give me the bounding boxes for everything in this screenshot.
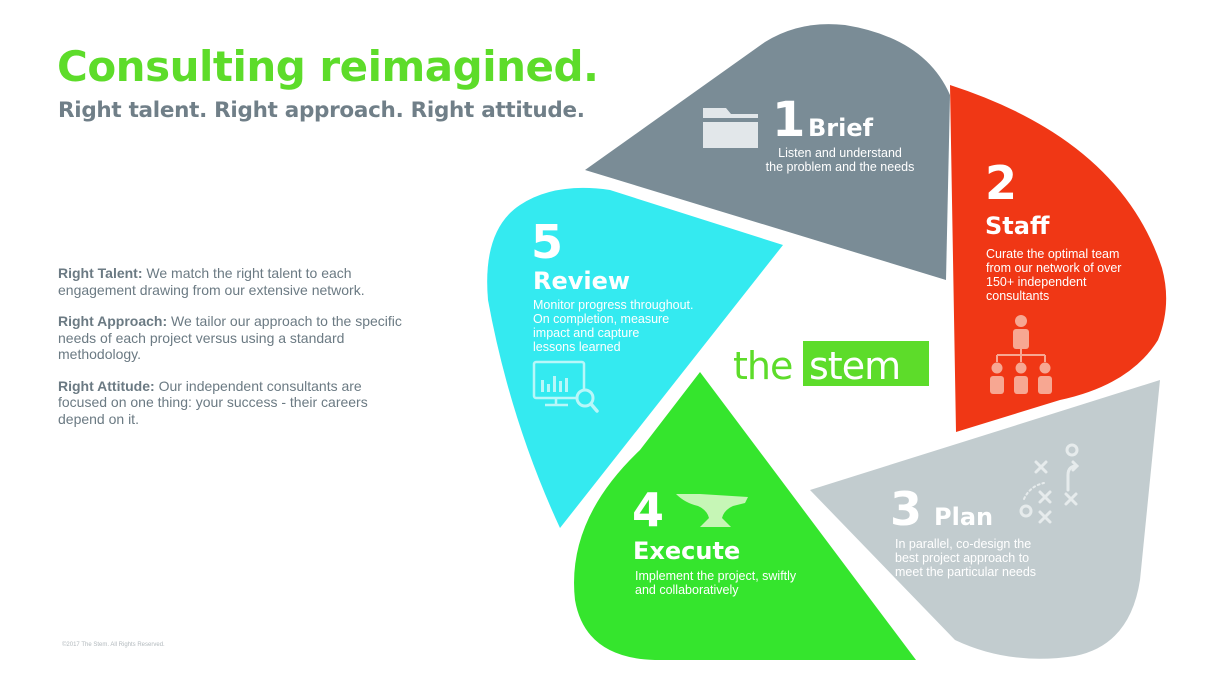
step-number: 2 (985, 156, 1017, 210)
step-plan: 3 Plan In parallel, co-design the best p… (810, 380, 1160, 659)
pillar-approach: Right Approach: We tailor our approach t… (58, 313, 408, 363)
step-desc-line: impact and capture (533, 326, 639, 340)
step-desc-line: Curate the optimal team (986, 247, 1119, 261)
step-title: Execute (633, 537, 740, 565)
playbook-icon (1019, 443, 1080, 524)
step-number: 5 (531, 215, 563, 269)
pillar-text: We match the right talent to each engage… (58, 265, 365, 298)
anvil-icon (676, 494, 748, 527)
page-subtitle: Right talent. Right approach. Right atti… (58, 98, 585, 123)
team-hierarchy-icon (990, 315, 1052, 394)
step-number: 3 (890, 482, 922, 536)
step-desc-line: Implement the project, swiftly (635, 569, 797, 583)
folder-icon (703, 108, 758, 148)
step-brief-shape (585, 24, 950, 281)
value-pillars: Right Talent: We match the right talent … (58, 265, 408, 442)
step-execute-shape (574, 372, 916, 660)
step-desc-line: from our network of over (986, 261, 1121, 275)
pillar-text: We tailor our approach to the specific n… (58, 313, 402, 362)
step-desc-line: consultants (986, 289, 1049, 303)
page-title: Consulting reimagined. (57, 42, 599, 91)
step-brief: 1 Brief Listen and understand the proble… (585, 24, 950, 281)
step-staff: 2 Staff Curate the optimal team from our… (950, 85, 1167, 432)
step-title: Brief (808, 114, 874, 142)
step-title: Staff (985, 212, 1050, 240)
pillar-text: Our independent consultants are focused … (58, 377, 368, 427)
step-desc-line: lessons learned (533, 340, 621, 354)
logo-box (803, 341, 929, 386)
pillar-label: Right Approach: (58, 313, 168, 329)
step-execute: 4 Execute Implement the project, swiftly… (574, 372, 916, 660)
step-desc-line: On completion, measure (533, 312, 669, 326)
step-review: 5 Review Monitor progress throughout. On… (487, 187, 783, 528)
pillar-label: Right Talent: (58, 265, 143, 281)
step-number: 1 (772, 92, 805, 148)
step-title: Plan (934, 503, 993, 531)
step-staff-shape (950, 85, 1167, 432)
step-desc-line: meet the particular needs (895, 565, 1036, 579)
step-desc-line: the problem and the needs (766, 160, 915, 174)
the-stem-logo: the stem (733, 341, 929, 388)
step-desc-line: 150+ independent (986, 275, 1087, 289)
pillar-attitude: Right Attitude: Our independent consulta… (58, 378, 408, 428)
step-title: Review (533, 267, 630, 295)
step-review-shape (487, 187, 783, 528)
logo-prefix: the (733, 344, 792, 388)
step-desc-line: and collaboratively (635, 583, 739, 597)
copyright-note: ©2017 The Stem. All Rights Reserved. (62, 642, 165, 648)
step-desc-line: best project approach to (895, 551, 1029, 565)
step-plan-shape (810, 380, 1160, 659)
logo-name: stem (809, 344, 900, 388)
pillar-label: Right Attitude: (58, 377, 155, 394)
step-desc-line: Listen and understand (778, 146, 902, 160)
step-number: 4 (632, 483, 664, 537)
monitor-analytics-icon (532, 360, 599, 413)
step-desc-line: Monitor progress throughout. (533, 298, 694, 312)
pillar-talent: Right Talent: We match the right talent … (58, 265, 408, 298)
step-desc-line: In parallel, co-design the (895, 537, 1031, 551)
